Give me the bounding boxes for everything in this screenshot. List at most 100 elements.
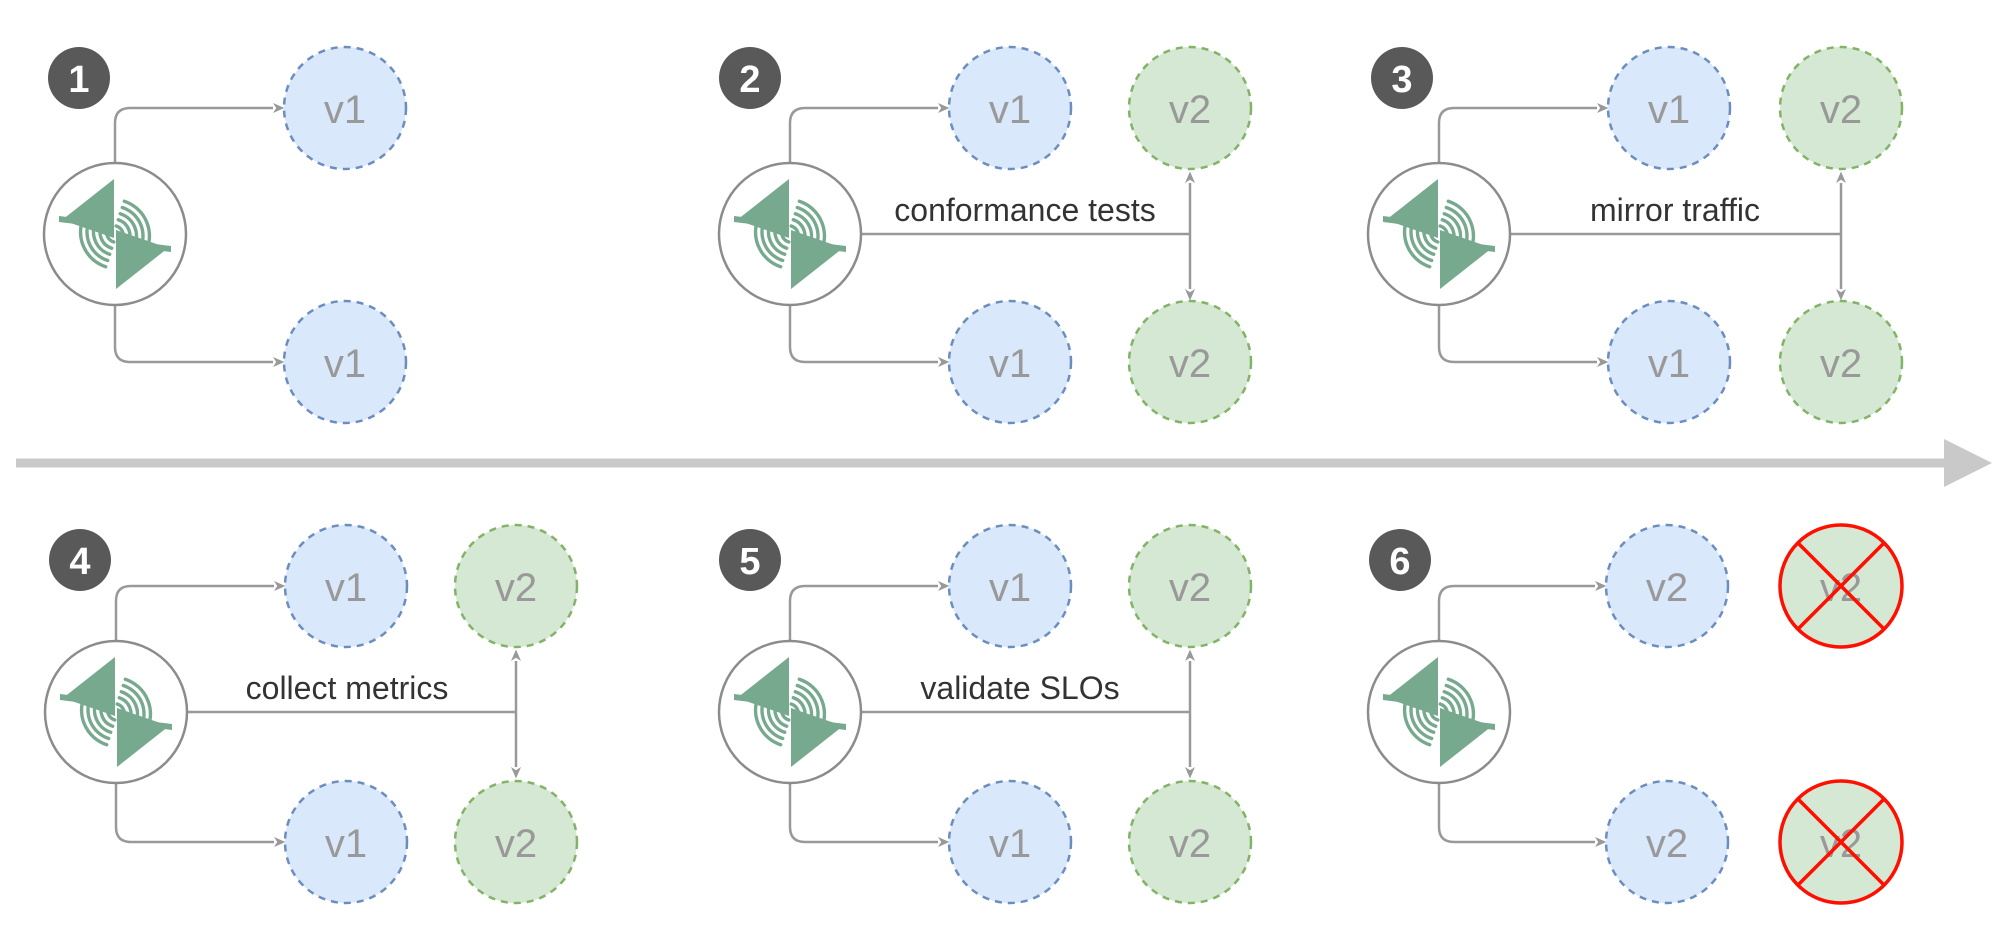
badge-number: 6 <box>1389 541 1410 583</box>
step-badge: 5 <box>719 529 781 591</box>
node-circle <box>282 45 408 171</box>
node-primary-top: v1 <box>282 45 408 171</box>
node-version-label: v2 <box>1169 342 1211 386</box>
badge-circle <box>48 47 110 109</box>
arrow-to-bottom-node <box>113 305 285 367</box>
stage-panel-6: 6 v2 v2 v2 v2 <box>1368 523 1904 905</box>
node-canary-top: v2 <box>1778 45 1904 171</box>
arrow-to-bottom-node <box>114 783 286 847</box>
node-circle <box>1606 45 1732 171</box>
node-primary-bottom: v1 <box>282 299 408 425</box>
badge-number: 1 <box>68 59 89 101</box>
node-version-label: v1 <box>325 822 367 866</box>
node-circle <box>947 779 1073 905</box>
mesh-gateway-icon <box>44 163 186 305</box>
node-version-label: v1 <box>325 566 367 610</box>
mesh-gateway-icon <box>1368 163 1510 305</box>
node-circle <box>1127 523 1253 649</box>
node-version-label: v1 <box>324 88 366 132</box>
node-circle <box>1778 45 1904 171</box>
action-label: validate SLOs <box>920 670 1119 706</box>
node-primary-top: v1 <box>283 523 409 649</box>
arrow-to-top-node <box>788 103 950 163</box>
node-circle <box>453 523 579 649</box>
arrow-to-top-node <box>114 581 286 641</box>
node-circle <box>283 779 409 905</box>
timeline-arrow <box>16 439 1992 487</box>
node-circle <box>1778 299 1904 425</box>
node-version-label: v2 <box>1646 822 1688 866</box>
node-canary-bottom: v2 <box>453 779 579 905</box>
node-primary-top: v2 <box>1604 523 1730 649</box>
node-circle <box>283 523 409 649</box>
node-version-label: v2 <box>495 822 537 866</box>
node-version-label: v1 <box>1648 88 1690 132</box>
action-label: conformance tests <box>894 192 1155 228</box>
stage-panel-5: 5 validate SLOs v1 v2 v1 v2 <box>719 523 1253 905</box>
node-circle <box>947 299 1073 425</box>
timeline-shaft <box>16 458 1944 468</box>
node-circle <box>1604 523 1730 649</box>
step-badge: 4 <box>49 529 111 591</box>
red-cross-icon <box>1796 541 1886 631</box>
node-primary-bottom: v1 <box>947 779 1073 905</box>
node-primary-bottom: v1 <box>947 299 1073 425</box>
node-version-label: v2 <box>1646 566 1688 610</box>
node-circle <box>947 523 1073 649</box>
node-canary-bottom: v2 <box>1127 299 1253 425</box>
timeline-arrowhead-icon <box>1944 439 1992 487</box>
node-canary-top: v2 <box>1127 45 1253 171</box>
node-primary-bottom: v2 <box>1604 779 1730 905</box>
stage-panel-1: 1 v1 v1 <box>44 45 408 425</box>
node-version-label: v2 <box>1169 822 1211 866</box>
arrow-to-top-node <box>1437 581 1607 641</box>
badge-circle <box>719 47 781 109</box>
step-badge: 2 <box>719 47 781 109</box>
node-version-label: v1 <box>989 342 1031 386</box>
arrow-to-bottom-node <box>1437 783 1607 847</box>
mesh-gateway-icon <box>1368 641 1510 783</box>
red-cross-icon <box>1796 797 1886 887</box>
badge-number: 4 <box>69 541 90 583</box>
action-label: mirror traffic <box>1590 192 1760 228</box>
mesh-gateway-icon <box>45 641 187 783</box>
step-badge: 3 <box>1371 47 1433 109</box>
node-canary-top: v2 <box>1127 523 1253 649</box>
node-circle <box>1604 779 1730 905</box>
badge-number: 5 <box>739 541 760 583</box>
node-canary-bottom: v2 <box>1127 779 1253 905</box>
arrow-to-bottom-node <box>1437 305 1609 367</box>
badge-number: 3 <box>1391 59 1412 101</box>
badge-circle <box>719 529 781 591</box>
action-label: collect metrics <box>246 670 449 706</box>
node-circle <box>1606 299 1732 425</box>
node-version-label: v2 <box>1820 88 1862 132</box>
badge-circle <box>1369 529 1431 591</box>
node-circle <box>1127 299 1253 425</box>
node-canary-top: v2 <box>453 523 579 649</box>
node-primary-top: v1 <box>1606 45 1732 171</box>
arrow-to-top-node <box>788 581 950 641</box>
step-badge: 6 <box>1369 529 1431 591</box>
node-circle <box>282 299 408 425</box>
node-primary-bottom: v1 <box>1606 299 1732 425</box>
node-primary-top: v1 <box>947 523 1073 649</box>
arrow-to-top-node <box>113 103 285 163</box>
stage-panel-3: 3 mirror traffic v1 v2 v1 v2 <box>1368 45 1904 425</box>
node-version-label: v2 <box>1820 342 1862 386</box>
node-version-label: v2 <box>1169 88 1211 132</box>
badge-number: 2 <box>739 59 760 101</box>
mesh-gateway-icon <box>719 163 861 305</box>
node-circle <box>1127 779 1253 905</box>
node-version-label: v1 <box>989 822 1031 866</box>
node-version-label: v1 <box>989 88 1031 132</box>
node-canary-top-terminated: v2 <box>1778 523 1904 649</box>
node-circle <box>1127 45 1253 171</box>
badge-circle <box>1371 47 1433 109</box>
arrow-to-bottom-node <box>788 305 950 367</box>
node-version-label: v1 <box>989 566 1031 610</box>
arrow-to-bottom-node <box>788 783 950 847</box>
node-version-label: v1 <box>324 342 366 386</box>
stage-panel-2: 2 conformance tests v1 v2 v1 v2 <box>719 45 1253 425</box>
node-version-label: v1 <box>1648 342 1690 386</box>
